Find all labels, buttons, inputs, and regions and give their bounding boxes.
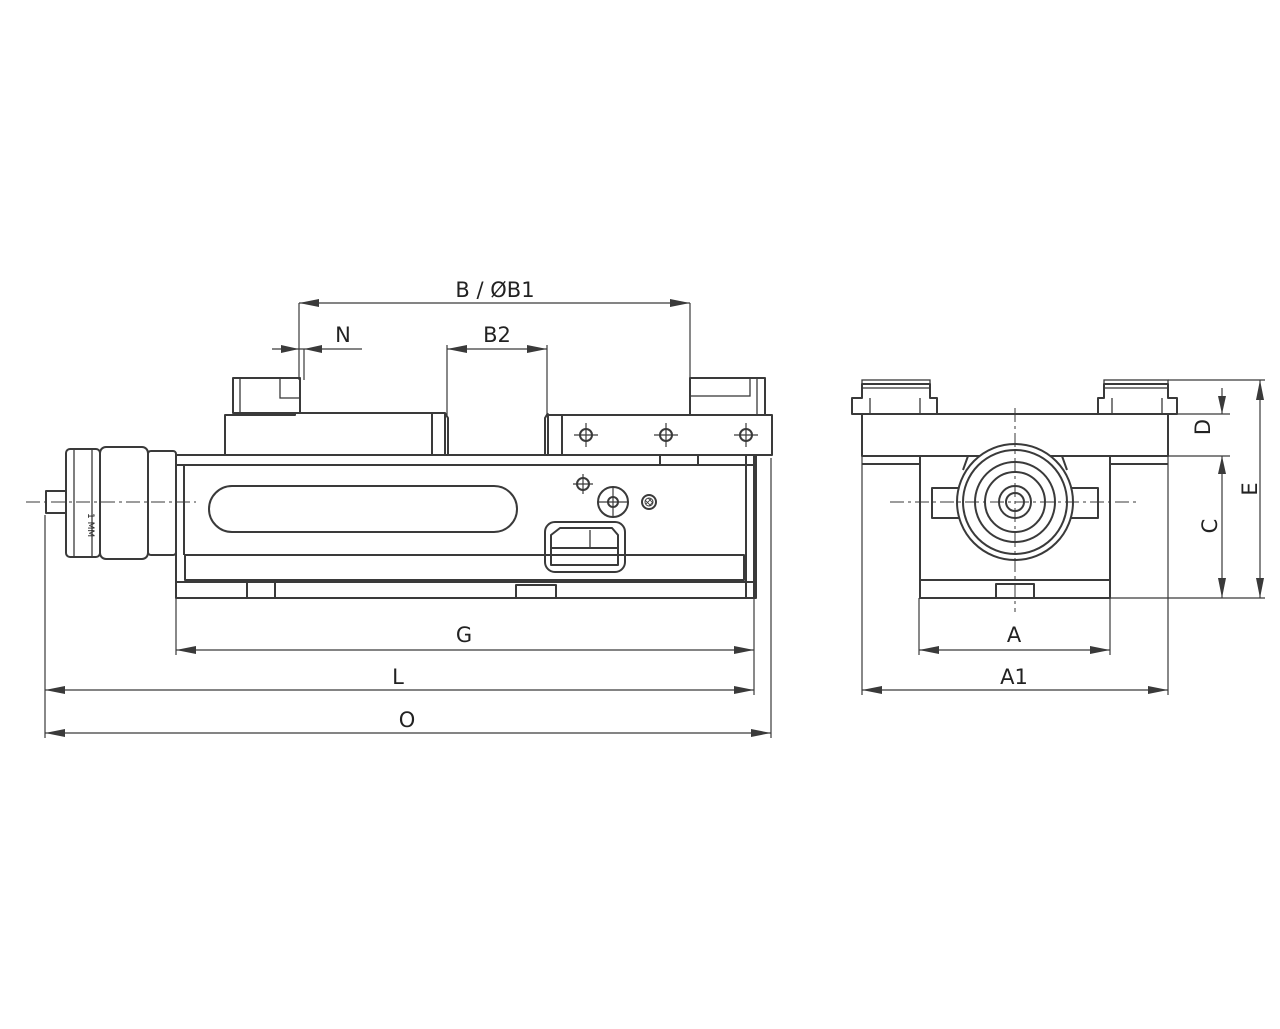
dim-label-l: L [392, 665, 404, 689]
front-left-jaw [851, 383, 938, 415]
jaw-holes [574, 423, 758, 447]
pressure-window [544, 521, 626, 573]
dim-label-d: D [1191, 419, 1215, 435]
dim-label-a: A [1007, 623, 1022, 647]
dimensions: B / ØB1 N B2 G L O [44, 278, 1265, 738]
dim-label-c: C [1198, 519, 1222, 534]
dim-label-b: B / ØB1 [455, 278, 534, 302]
front-view [851, 379, 1178, 612]
handwheel-dial [65, 448, 101, 558]
side-view: 1 MM [26, 377, 773, 599]
dim-label-a1: A1 [1000, 665, 1028, 689]
handwheel-grip [99, 446, 149, 560]
dim-label-g: G [456, 623, 472, 647]
guide-rail [184, 554, 745, 581]
handwheel-collar [147, 450, 177, 556]
dim-label-e: E [1238, 482, 1262, 495]
long-slot [208, 485, 518, 533]
grease-nipple [641, 494, 657, 510]
dim-label-b2: B2 [483, 323, 511, 347]
dim-label-o: O [399, 708, 416, 732]
front-right-jaw [1097, 383, 1178, 415]
svg-text:1 MM: 1 MM [85, 513, 95, 537]
fixed-jaw [224, 412, 446, 456]
dim-label-n: N [335, 323, 351, 347]
fixed-jaw-insert [232, 377, 301, 414]
vise-body [175, 454, 755, 599]
